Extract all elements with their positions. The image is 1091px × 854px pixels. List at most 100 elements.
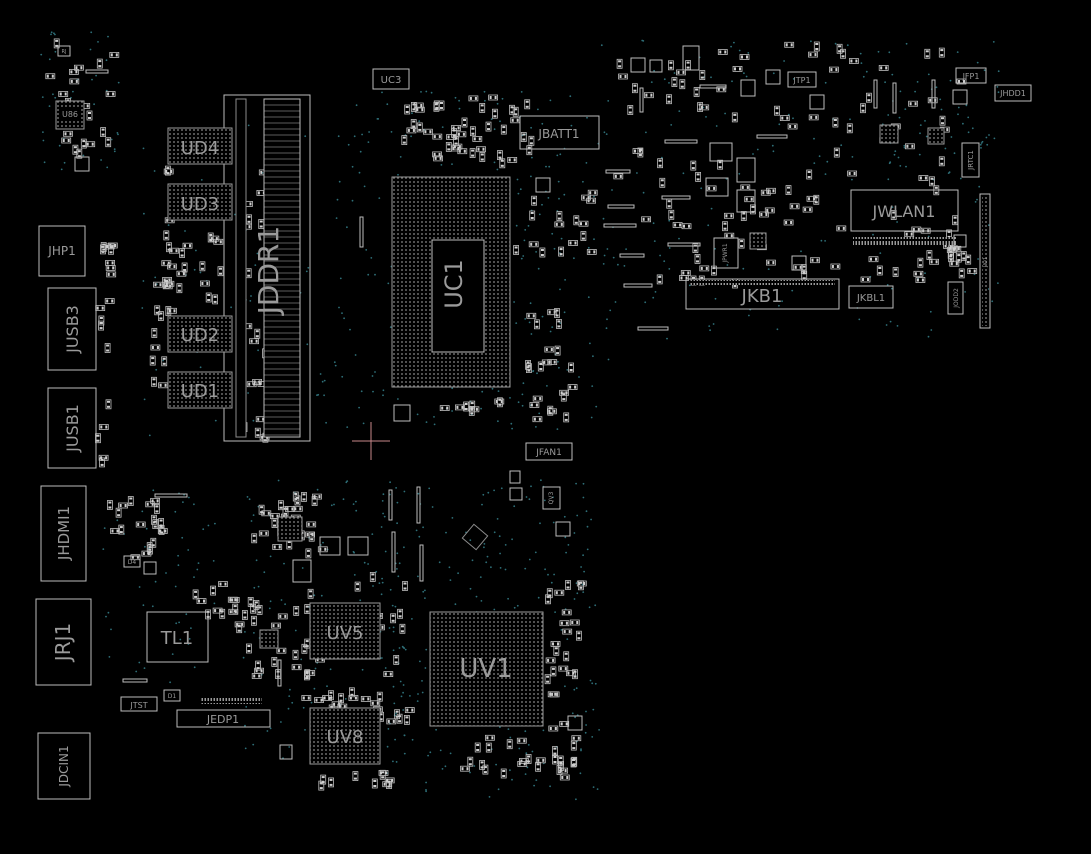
via [516,178,519,181]
tl1-transformer[interactable]: TL1 [146,611,209,663]
ud4-chip[interactable]: UD4 [167,127,233,165]
passive [693,87,700,97]
jedp1-connector[interactable]: JEDP1 [176,698,271,728]
via [495,763,497,766]
d4-diode[interactable]: D4 [123,555,141,568]
via [607,100,610,102]
via [530,485,532,488]
jtp1-connector[interactable]: JTP1 [787,71,817,88]
jpwr1-connector[interactable]: JPWR1 [713,237,739,269]
passive [271,622,281,629]
via [100,159,102,161]
jkbl1-connector[interactable]: JKBL1 [848,285,894,309]
passive [878,65,889,71]
uv1-gpu[interactable]: UV1 [429,611,544,727]
via [143,212,145,215]
via [967,131,970,134]
jodd2-connector[interactable]: JODD2 [947,281,964,315]
jio1-label: JIO1 [983,257,989,268]
via [395,712,397,715]
jdcin1-connector[interactable]: JDCIN1 [37,732,91,800]
jfan1-connector[interactable]: JFAN1 [525,442,573,461]
uc1-cpu[interactable]: UC1 [391,176,511,388]
rj-component[interactable]: RJ [57,45,71,57]
jhdmi1-connector[interactable]: JHDMI1 [40,485,87,582]
passive [616,58,623,69]
via [365,249,368,251]
ud1-chip[interactable]: UD1 [167,371,233,409]
via [154,580,157,583]
passive [829,66,839,73]
via [594,682,597,685]
via [244,747,247,750]
via [361,668,364,671]
via [497,390,500,392]
jrj1-connector[interactable]: JRJ1 [35,598,92,686]
passive [255,660,262,671]
d1-diode[interactable]: D1 [163,689,181,702]
passive [98,424,109,430]
jio1-connector[interactable]: JIO1 [979,193,991,329]
via [609,309,612,312]
via [558,366,560,369]
ud3-chip[interactable]: UD3 [167,183,233,221]
passive [293,606,300,616]
via [497,788,500,791]
via [528,498,531,501]
passive [724,212,734,219]
via [384,550,387,553]
passive [219,608,226,619]
via [438,561,441,564]
jkb1-connector[interactable]: JKB1 [685,278,840,310]
passive [105,91,116,97]
jrtc1-connector[interactable]: JRTC1 [961,142,980,178]
via [980,142,983,144]
via [623,265,626,267]
via [987,224,990,227]
via [772,150,775,153]
via [545,165,547,168]
jhdd1-connector[interactable]: JHDD1 [994,84,1032,102]
passive [679,79,686,90]
passive [199,280,210,287]
passive [813,194,820,205]
jwlan1-connector[interactable]: JWLAN1 [850,189,959,245]
passive [810,257,820,264]
passive [717,49,728,55]
jfp1-connector[interactable]: JFP1 [955,67,987,84]
ud2-chip[interactable]: UD2 [167,315,233,353]
passive [397,608,404,619]
via [575,482,577,485]
jtst-connector[interactable]: JTST [120,696,158,712]
via [374,371,376,373]
jusb1-connector[interactable]: JUSB1 [47,387,97,469]
jddr1-slot[interactable]: JDDR1 [223,94,311,442]
passive [938,156,945,167]
uv5-vram[interactable]: UV5 [309,602,381,660]
passive [695,171,701,182]
passive [558,767,568,774]
via [541,122,544,125]
via [416,413,419,416]
jhp1-connector[interactable]: JHP1 [38,225,86,277]
u86-chip[interactable]: U86 [55,100,85,130]
passive [832,117,839,128]
via [504,544,507,546]
uc3-chip[interactable]: UC3 [372,68,410,90]
passive [808,51,818,58]
via [776,328,779,331]
via [593,238,595,241]
uv8-vram[interactable]: UV8 [309,707,381,765]
via [752,153,754,155]
jbatt1-connector[interactable]: JBATT1 [519,115,600,150]
passive [525,754,532,764]
via [498,535,501,538]
passive [228,608,239,615]
via [896,325,899,327]
qv3-transistor[interactable]: QV3 [542,486,561,510]
passive [722,221,728,232]
passive [386,779,392,789]
jusb3-connector[interactable]: JUSB3 [47,287,97,371]
via [515,224,518,227]
via [964,291,966,293]
